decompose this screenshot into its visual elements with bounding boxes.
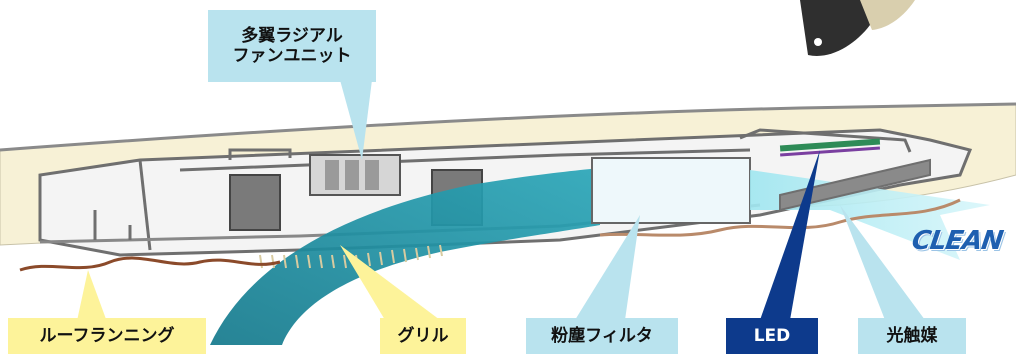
fan-label-pointer — [340, 80, 372, 160]
photocatalyst-label-pointer — [840, 205, 925, 320]
clean-text: CLEAN — [909, 226, 1005, 256]
led-bar — [779, 138, 881, 152]
led-label: LED — [726, 318, 818, 354]
dust-filter-block — [591, 157, 751, 224]
lamp-fixture — [800, 0, 915, 56]
photocatalyst-label: 光触媒 — [858, 318, 966, 354]
grille-label: グリル — [380, 318, 466, 354]
led-label-pointer — [760, 150, 820, 320]
grille-label-pointer — [340, 245, 440, 320]
louvers-label: ルーフランニング — [8, 318, 206, 354]
fan-unit-label-line2: ファンユニット — [232, 46, 352, 66]
ceiling-edge — [0, 102, 1016, 152]
dust-filter-label: 粉塵フィルタ — [526, 318, 678, 354]
fan-unit-label-line1: 多翼ラジアル — [241, 25, 343, 46]
photocatalyst-fins — [779, 158, 931, 212]
filter-label-pointer — [575, 215, 640, 320]
fan-unit-label: 多翼ラジアル ファンユニット — [208, 10, 376, 82]
louver-wave — [19, 256, 281, 272]
louver-label-pointer — [75, 270, 110, 330]
